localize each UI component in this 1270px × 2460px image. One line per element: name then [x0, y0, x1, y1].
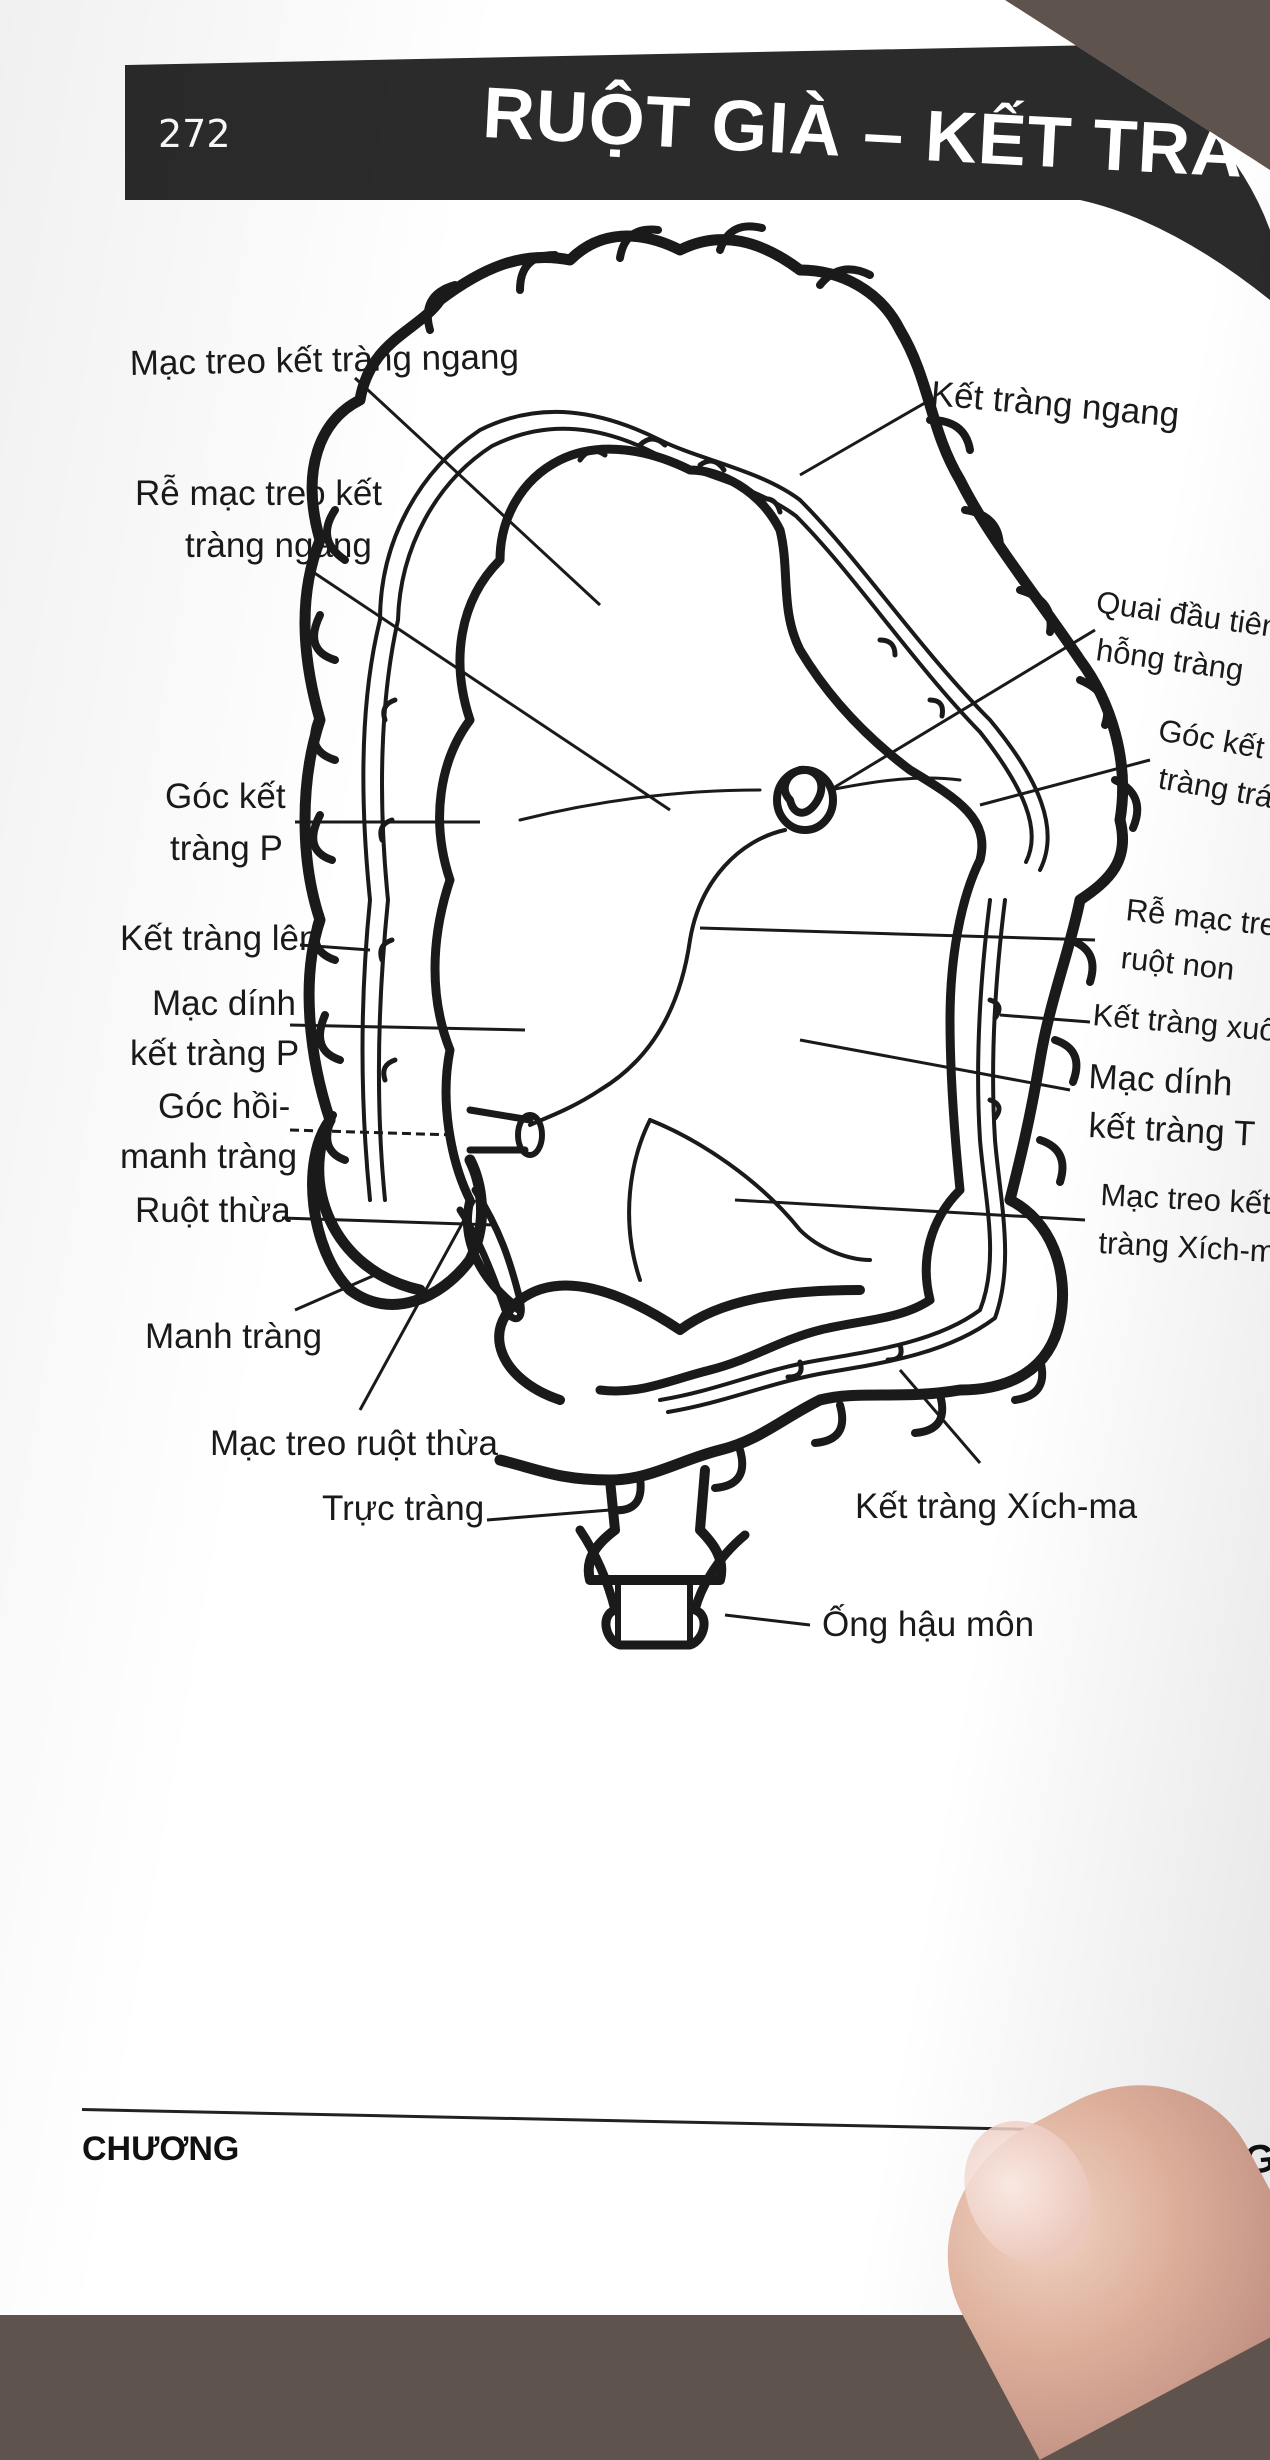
label-ket-trang-xuong: Kết tràng xuống: [1091, 997, 1270, 1051]
leader-lines: [281, 376, 1151, 1627]
leader-ket-trang-xuong: [999, 1013, 1091, 1024]
leader-mac-treo-ket-trang-ngang: [353, 376, 602, 607]
leader-goc-ket-trang-trai: [979, 758, 1151, 807]
label-ruot-thua: Ruột thừa: [135, 1191, 291, 1230]
label-goc-hoi-manh-trang-line2: manh tràng: [120, 1137, 297, 1176]
leader-manh-trang: [294, 1273, 376, 1312]
label-mac-dinh-ket-trang-p-line1: Mạc dính: [152, 984, 296, 1023]
label-manh-trang: Manh tràng: [145, 1317, 322, 1356]
label-mac-dinh-ket-trang-t-line1: Mạc dính: [1088, 1057, 1234, 1103]
label-goc-hoi-manh-trang-line1: Góc hồi-: [158, 1087, 290, 1126]
label-goc-ket-trang-p-line1: Góc kết: [165, 777, 286, 816]
label-truc-trang: Trực tràng: [322, 1489, 484, 1528]
leader-quai-dau-tien: [829, 628, 1096, 792]
page-number: 272: [158, 112, 231, 156]
sigmoid-colon: [494, 1280, 865, 1405]
colon-anatomy-diagram: Mạc treo kết tràng ngang Kết tràng ngang…: [120, 222, 1270, 1650]
leader-mac-dinh-ket-trang-p: [289, 1023, 526, 1032]
label-mac-treo-ket-trang-xich-ma-line1: Mạc treo kết: [1100, 1177, 1270, 1221]
leader-re-mac-treo-ktn: [309, 568, 671, 812]
leader-ket-trang-len: [299, 943, 371, 952]
duodenojejunal-flexure: [773, 765, 837, 834]
label-mac-dinh-ket-trang-p-line2: kết tràng P: [130, 1034, 299, 1073]
label-goc-ket-trang-trai-line1: Góc kết: [1156, 712, 1268, 765]
leader-re-mac-treo-ruot-non: [699, 926, 1096, 942]
label-mac-treo-ket-trang-xich-ma-line2: tràng Xích-ma: [1098, 1225, 1270, 1270]
leader-mac-treo-ket-trang-xich-ma: [734, 1198, 1086, 1222]
label-ket-trang-xich-ma: Kết tràng Xích-ma: [855, 1487, 1138, 1526]
book-page: 272 RUỘT GIÀ – KẾT TRÀNG: [0, 0, 1270, 2315]
leader-mac-treo-ruot-thua: [358, 1199, 477, 1411]
label-ong-hau-mon: Ống hậu môn: [822, 1604, 1034, 1644]
label-goc-ket-trang-p-line2: tràng P: [170, 829, 283, 868]
leader-mac-dinh-ket-trang-t: [799, 1038, 1071, 1092]
label-re-mac-treo-ruot-non-line1: Rễ mạc treo: [1124, 892, 1270, 944]
label-re-mac-treo-ktn-line1: Rễ mạc treo kết: [135, 474, 382, 513]
label-mac-dinh-ket-trang-t-line2: kết tràng T: [1088, 1106, 1256, 1154]
leader-ruot-thua: [281, 1216, 496, 1227]
label-ket-trang-len: Kết tràng lên: [120, 919, 318, 958]
leader-ong-hau-mon: [724, 1613, 811, 1627]
leader-goc-hoi-manh-trang: [289, 1128, 456, 1137]
anal-canal: [575, 1525, 750, 1650]
header-band: [125, 45, 1270, 300]
label-ket-trang-ngang: Kết tràng ngang: [929, 374, 1181, 435]
label-quai-dau-tien-line2: hỗng tràng: [1094, 632, 1246, 687]
label-goc-ket-trang-trai-line2: tràng trái: [1156, 760, 1270, 816]
small-bowel-mesentery-root: [528, 828, 787, 1127]
rectum: [583, 1465, 727, 1585]
appendix: [456, 1186, 525, 1323]
label-mac-treo-ruot-thua: Mạc treo ruột thừa: [210, 1424, 499, 1463]
label-re-mac-treo-ktn-line2: tràng ngang: [185, 526, 372, 565]
footer-chapter-label: CHƯƠNG: [82, 2130, 240, 2168]
label-mac-treo-ket-trang-ngang: Mạc treo kết tràng ngang: [129, 337, 519, 383]
caecum: [307, 1114, 487, 1310]
leader-ket-trang-ngang: [799, 398, 931, 477]
taenia-coli: [360, 409, 1050, 1202]
leader-ket-trang-xich-ma: [898, 1369, 982, 1464]
leader-truc-trang: [486, 1508, 611, 1522]
sigmoid-mesentery: [648, 1118, 872, 1262]
label-re-mac-treo-ruot-non-line2: ruột non: [1119, 940, 1236, 987]
colon-inner-contour: [430, 444, 987, 1396]
